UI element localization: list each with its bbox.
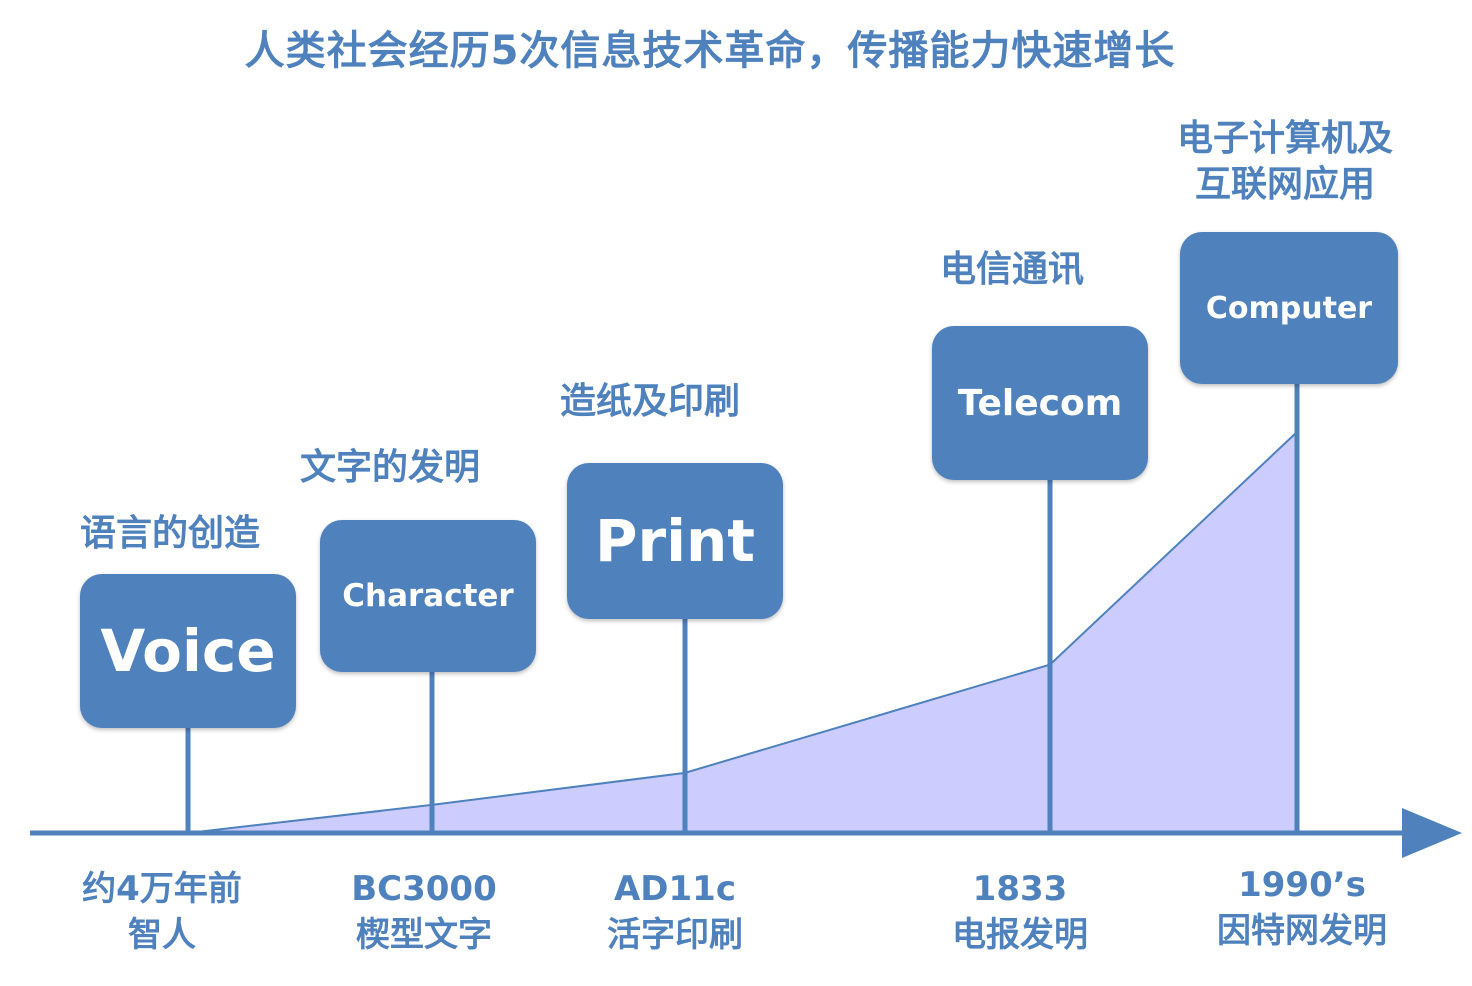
milestone-event: 电报发明	[952, 915, 1088, 955]
milestone-caption-telecom: 电信通讯	[940, 249, 1085, 290]
milestone-caption-computer: 电子计算机及 互联网应用	[1140, 116, 1430, 208]
milestone-box-label: Print	[594, 507, 755, 575]
milestone-date: 1833	[972, 869, 1068, 909]
milestone-caption-line2: 互联网应用	[1194, 164, 1375, 205]
milestone-box-telecom: Telecom	[932, 326, 1148, 480]
milestone-caption-print: 造纸及印刷	[560, 381, 741, 422]
milestone-event: 智人	[128, 915, 196, 955]
milestone-event: 楔型文字	[356, 915, 492, 955]
milestone-box-print: Print	[567, 463, 783, 619]
milestone-date-character: BC3000 楔型文字	[294, 866, 554, 958]
milestone-date-print: AD11c 活字印刷	[545, 866, 805, 958]
milestone-date-computer: 1990’s 因特网发明	[1172, 862, 1432, 954]
milestone-box-voice: Voice	[80, 574, 296, 728]
milestone-date: 1990’s	[1238, 865, 1366, 905]
milestone-event: 因特网发明	[1217, 911, 1387, 951]
milestone-date-voice: 约4万年前 智人	[32, 866, 292, 958]
milestone-box-label: Computer	[1205, 290, 1373, 326]
milestone-box-label: Telecom	[957, 382, 1123, 424]
diagram-title: 人类社会经历5次信息技术革命，传播能力快速增长	[244, 28, 1176, 74]
milestone-caption-character: 文字的发明	[300, 447, 481, 488]
milestone-box-label: Character	[342, 578, 514, 614]
milestone-box-character: Character	[320, 520, 536, 672]
milestone-date: AD11c	[613, 869, 736, 909]
milestone-date: BC3000	[351, 869, 497, 909]
milestone-caption-line1: 电子计算机及	[1176, 118, 1393, 159]
milestone-date: 约4万年前	[82, 869, 242, 909]
milestone-date-telecom: 1833 电报发明	[890, 866, 1150, 958]
milestone-box-computer: Computer	[1180, 232, 1398, 384]
milestone-event: 活字印刷	[607, 915, 743, 955]
milestone-box-label: Voice	[100, 617, 276, 685]
milestone-caption-voice: 语言的创造	[80, 513, 261, 554]
